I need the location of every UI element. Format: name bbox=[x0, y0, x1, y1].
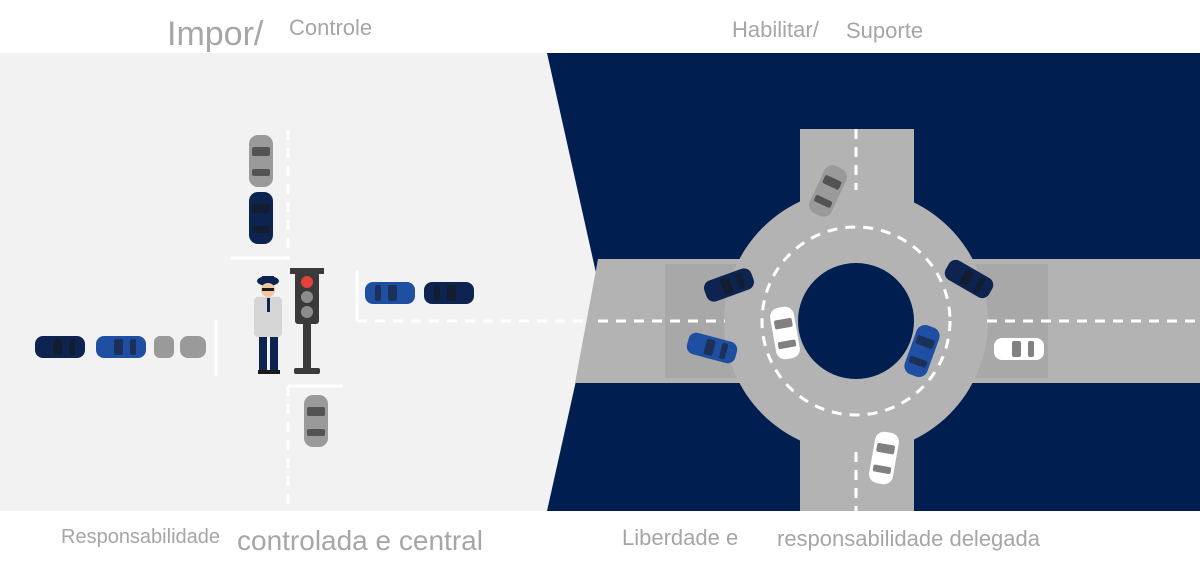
roundabout-lane-markings bbox=[598, 129, 1200, 511]
car-icon bbox=[96, 336, 146, 358]
car-icon bbox=[249, 135, 273, 187]
roundabout-center bbox=[798, 263, 914, 379]
footer-left-caption-small: Responsabilidade bbox=[61, 526, 221, 548]
header-right-title: Habilitar/ bbox=[732, 17, 819, 42]
car-icon bbox=[424, 282, 474, 304]
car-icon bbox=[35, 336, 85, 358]
intersection-lane-markings bbox=[214, 130, 598, 511]
car-icon bbox=[249, 192, 273, 244]
car-icon bbox=[994, 338, 1044, 360]
footer-right-caption-a: Liberdade e bbox=[622, 525, 739, 550]
car-icon bbox=[304, 395, 328, 447]
header-left-title: Impor/ bbox=[167, 15, 264, 53]
traffic-light-icon bbox=[290, 268, 324, 374]
footer-right-caption-b: responsabilidade delegada bbox=[777, 526, 1040, 551]
traffic-officer-icon bbox=[254, 276, 282, 374]
footer-left-caption-large: controlada e central bbox=[237, 525, 483, 556]
car-icon bbox=[154, 336, 206, 358]
car-icon bbox=[365, 282, 415, 304]
header-left-subtitle: Controle bbox=[289, 15, 373, 40]
header-right-subtitle: Suporte bbox=[846, 18, 924, 43]
